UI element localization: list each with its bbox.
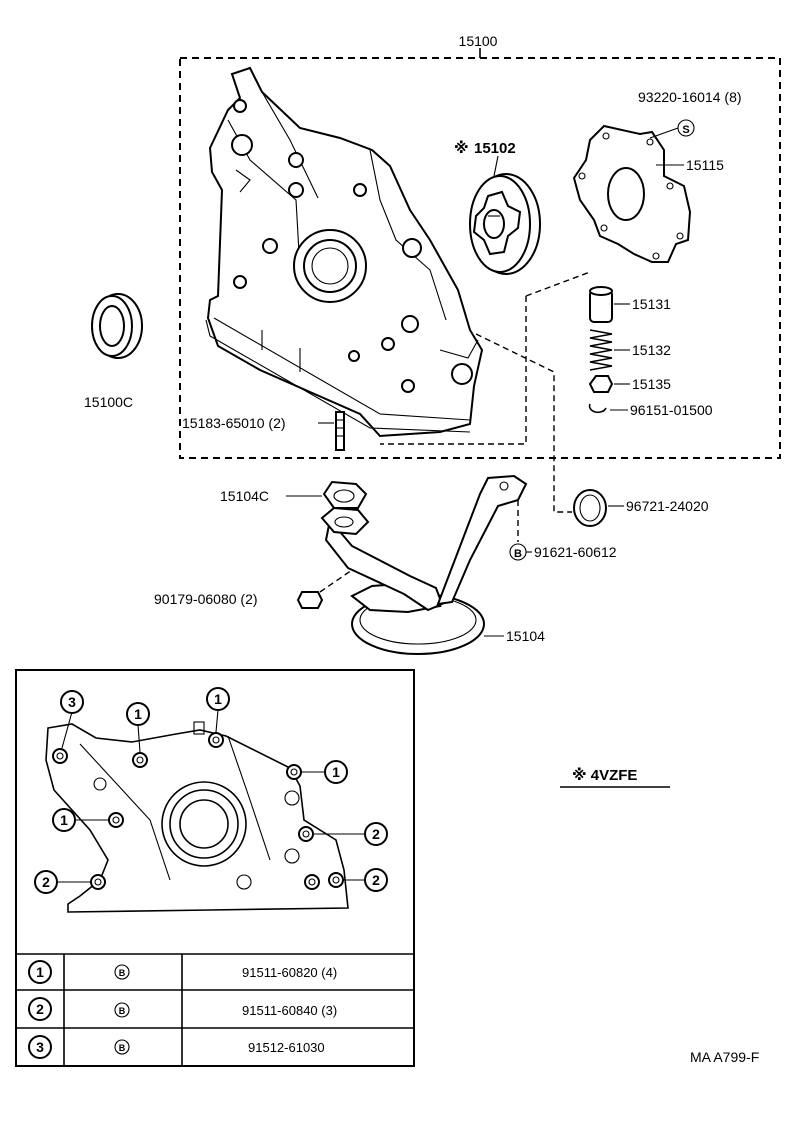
bolt-map-panel: [15, 669, 415, 1067]
stud-bolt: [335, 411, 345, 451]
bolt-table-key: 3: [36, 1039, 44, 1055]
nut: [296, 591, 324, 609]
bolt-table-row: 1 B 91511-60820 (4): [28, 960, 337, 984]
bolt-callout: 1: [60, 812, 68, 828]
leader-15102: [493, 155, 499, 177]
bolt-table-key: 2: [36, 1001, 44, 1017]
bolt-map-housing: [45, 721, 349, 913]
bolt-callout: 3: [68, 694, 76, 710]
relief-valve: [589, 286, 613, 323]
assembly-boundary: [179, 48, 781, 459]
screw-mark-circle: [677, 119, 695, 137]
bolt-callout: 2: [372, 872, 380, 888]
oil-strainer: [320, 474, 528, 655]
o-ring: [573, 489, 607, 527]
callout-96721-24020: 96721-24020: [626, 498, 709, 514]
oil-seal: [91, 293, 143, 359]
callout-15104c: 15104C: [220, 488, 269, 504]
bolt-table-row: 2 B 91511-60840 (3): [28, 997, 337, 1021]
snap-ring: [588, 403, 607, 414]
callout-15135: 15135: [632, 376, 671, 392]
relief-valve-guide-top: [525, 271, 591, 297]
relief-valve-guide-line: [380, 296, 527, 445]
callout-93220-16014: 93220-16014 (8): [638, 89, 742, 105]
spring-retainer: [588, 375, 614, 393]
callout-15100: 15100: [459, 33, 498, 49]
callout-15102: 15102: [474, 140, 516, 157]
bolt-callout: 2: [42, 874, 50, 890]
callout-90179-06080: 90179-06080 (2): [154, 591, 258, 607]
bolt-map-bolts: [52, 732, 344, 890]
gasket: [322, 480, 368, 509]
bolt-map-callouts: 3 1 1 1 1 2 2 2: [34, 687, 388, 894]
engine-note: ※ 4VZFE: [572, 766, 637, 784]
pump-gear: [469, 173, 541, 275]
figure-code: MA A799-F: [690, 1049, 759, 1065]
bolt-table-mark: B: [119, 1006, 126, 1016]
callout-91621-60612: 91621-60612: [534, 544, 617, 560]
bolt-table-part: 91511-60820 (4): [242, 965, 337, 980]
bolt-mark: B: [514, 548, 522, 560]
oil-pump-body: [205, 66, 484, 438]
bolt-callout: 1: [214, 691, 222, 707]
bolt-callout: 1: [332, 764, 340, 780]
bolt-table-mark: B: [119, 968, 126, 978]
bolt-table-part: 91512-61030: [248, 1040, 325, 1055]
bolt-callout: 2: [372, 826, 380, 842]
screw-mark: S: [682, 124, 689, 136]
pump-cover: [572, 124, 692, 263]
callout-15104: 15104: [506, 628, 545, 644]
bolt-table-mark: B: [119, 1043, 126, 1053]
bolt-table-part: 91511-60840 (3): [242, 1003, 337, 1018]
callout-15102-mark: ※: [454, 139, 469, 157]
relief-valve-spring: [589, 329, 613, 371]
callout-15132: 15132: [632, 342, 671, 358]
bolt-table-row: 3 B 91512-61030: [28, 1035, 325, 1059]
leader-screw: [649, 127, 679, 139]
nut-guide-line: [319, 569, 353, 593]
bolt-table-key: 1: [36, 964, 44, 980]
o-ring-guide-line: [475, 333, 572, 513]
bolt-callout: 1: [134, 706, 142, 722]
bolt-table: 1 B 91511-60820 (4) 2 B 91511-60840 (3) …: [28, 960, 337, 1059]
callout-15115: 15115: [686, 157, 724, 173]
callout-15183-65010: 15183-65010 (2): [182, 415, 286, 431]
callout-15131: 15131: [632, 296, 671, 312]
callout-96151-01500: 96151-01500: [630, 402, 713, 418]
callout-15100c: 15100C: [84, 394, 133, 410]
